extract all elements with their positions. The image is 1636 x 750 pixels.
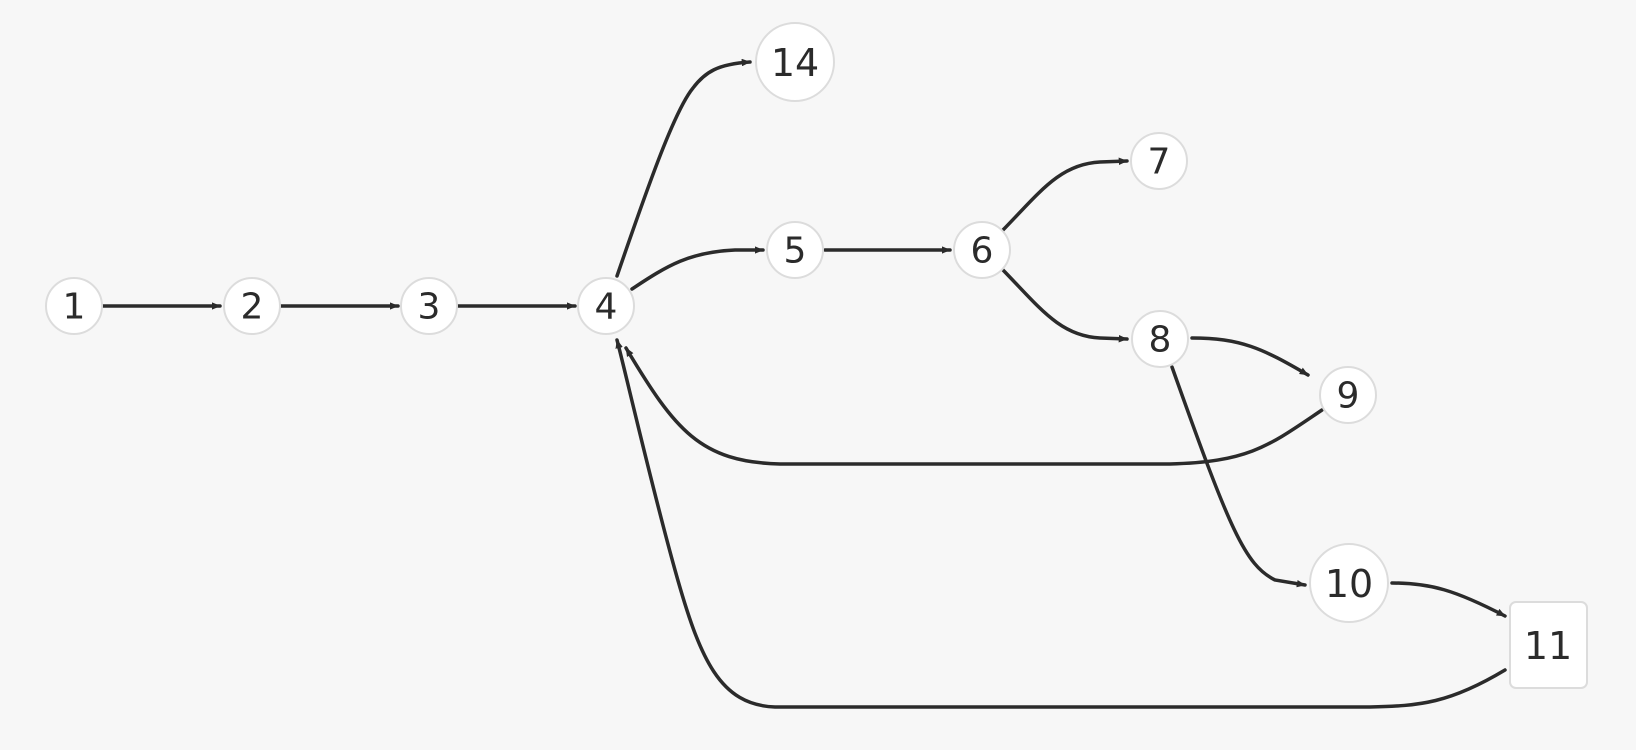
node-1-circle bbox=[45, 277, 103, 335]
node-4-circle bbox=[577, 277, 635, 335]
node-8[interactable]: 8 bbox=[1131, 310, 1189, 368]
node-6[interactable]: 6 bbox=[953, 221, 1011, 279]
edge-9-4 bbox=[624, 346, 1324, 466]
edge-6-8 bbox=[1001, 268, 1129, 343]
node-11[interactable]: 11 bbox=[1509, 601, 1588, 689]
node-4-label: 4 bbox=[595, 287, 618, 328]
node-9-circle bbox=[1319, 366, 1377, 424]
node-11-box bbox=[1509, 601, 1588, 689]
node-14-circle bbox=[755, 22, 835, 102]
node-9[interactable]: 9 bbox=[1319, 366, 1377, 424]
node-1[interactable]: 1 bbox=[45, 277, 103, 335]
node-8-label: 8 bbox=[1149, 320, 1172, 361]
node-9-label: 9 bbox=[1337, 376, 1360, 417]
node-8-circle bbox=[1131, 310, 1189, 368]
node-3-circle bbox=[400, 277, 458, 335]
edge-11-4 bbox=[615, 338, 1507, 709]
node-2[interactable]: 2 bbox=[223, 277, 281, 335]
edge-6-7 bbox=[1001, 157, 1129, 232]
node-14-label: 14 bbox=[771, 41, 819, 85]
edge-8-9 bbox=[1190, 336, 1310, 377]
node-5[interactable]: 5 bbox=[766, 221, 824, 279]
node-10-circle bbox=[1309, 543, 1389, 623]
node-10[interactable]: 10 bbox=[1309, 543, 1389, 623]
node-1-label: 1 bbox=[63, 287, 86, 328]
edge-4-5 bbox=[630, 246, 765, 291]
nodes: 1 2 3 4 5 6 7 8 bbox=[45, 22, 1588, 689]
node-5-label: 5 bbox=[784, 231, 807, 272]
node-4[interactable]: 4 bbox=[577, 277, 635, 335]
edges bbox=[100, 58, 1507, 709]
node-7-label: 7 bbox=[1148, 142, 1171, 183]
node-7[interactable]: 7 bbox=[1130, 132, 1188, 190]
edge-8-10 bbox=[1170, 365, 1307, 588]
node-11-label: 11 bbox=[1524, 624, 1572, 668]
node-3[interactable]: 3 bbox=[400, 277, 458, 335]
node-14[interactable]: 14 bbox=[755, 22, 835, 102]
node-7-circle bbox=[1130, 132, 1188, 190]
node-5-circle bbox=[766, 221, 824, 279]
edge-10-11 bbox=[1390, 581, 1507, 618]
node-6-circle bbox=[953, 221, 1011, 279]
node-10-label: 10 bbox=[1325, 562, 1373, 606]
node-2-circle bbox=[223, 277, 281, 335]
node-2-label: 2 bbox=[241, 287, 264, 328]
node-3-label: 3 bbox=[418, 287, 441, 328]
node-6-label: 6 bbox=[971, 231, 994, 272]
edge-4-14 bbox=[615, 58, 752, 278]
